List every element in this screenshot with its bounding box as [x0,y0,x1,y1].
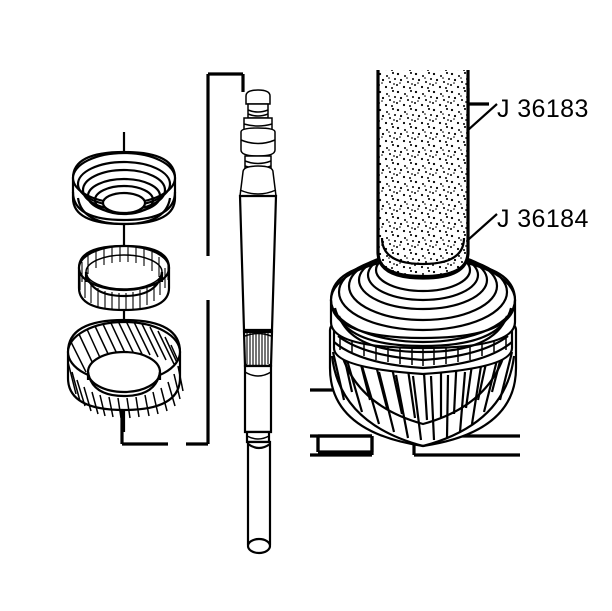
stippled-driver-tube [376,70,470,280]
shaft-spline-teeth [246,332,269,365]
helical-driven-gear [66,318,184,419]
label-j36184: J 36184 [497,205,589,233]
bearing-hub-rings [329,247,517,354]
clutch-hub-rings [71,150,177,226]
leader-bracket-left [120,72,245,446]
synchronizer-blocker-ring [77,244,171,312]
label-j36183: J 36183 [497,95,589,123]
mainshaft [238,89,278,555]
gear-flank-teeth [67,361,184,419]
leader-line-j36183 [466,88,498,131]
